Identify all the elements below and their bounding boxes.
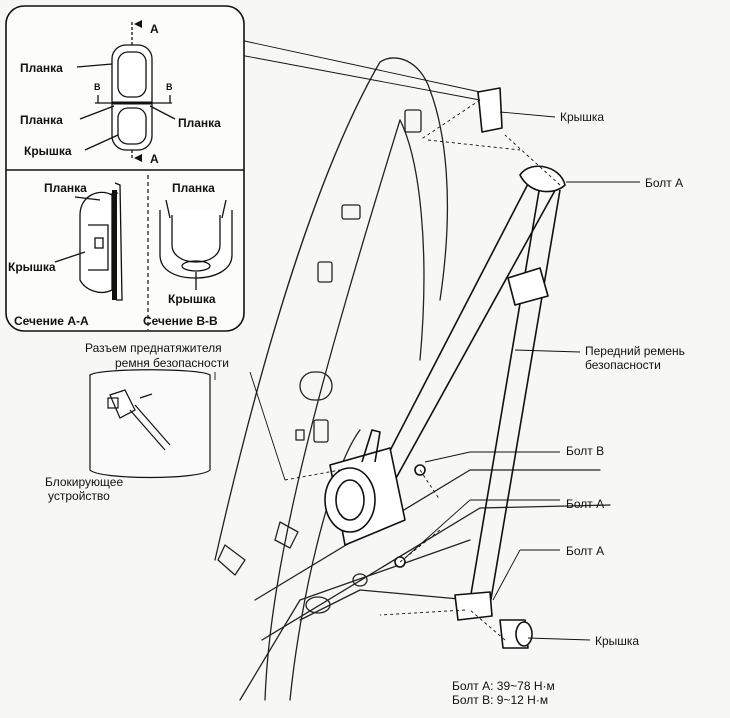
- callout-bolt-a-top: Болт A: [645, 176, 684, 190]
- callout-bolt-b: Болт B: [566, 444, 605, 458]
- callout-lock-line2: устройство: [48, 489, 110, 503]
- inset-plate-right-label: Планка: [178, 116, 221, 130]
- torque-bolt-a: Болт A: 39~78 Н·м: [452, 679, 555, 693]
- pillar-outline-inner: [264, 119, 401, 701]
- leader-inset-to-cover: [239, 39, 481, 93]
- section-a-shape: [79, 191, 113, 294]
- inset-plate-top-label: Планка: [20, 61, 63, 75]
- section-a-cover-label: Крышка: [8, 260, 56, 274]
- section-b-shape: [159, 210, 233, 279]
- callout-cover-top: Крышка: [560, 110, 605, 124]
- inset-letter-b-right: B: [166, 82, 173, 92]
- callout-front-belt-line1: Передний ремень: [585, 344, 685, 358]
- inset-cover-front-label: Крышка: [24, 144, 72, 158]
- section-a-title: Сечение A-A: [14, 314, 89, 328]
- inset-letter-a-top: A: [150, 22, 159, 36]
- inset-plate-left-label: Планка: [20, 113, 63, 127]
- callout-front-belt-line2: безопасности: [585, 358, 661, 372]
- callout-cover-bottom: Крышка: [595, 634, 640, 648]
- callout-connector-line2: ремня безопасности: [115, 356, 229, 370]
- callout-bolt-a-middle: Болт A: [566, 497, 605, 511]
- connector-inset: [89, 369, 211, 479]
- belt-webbing-lower: [469, 184, 541, 601]
- inset-letter-a-bottom: A: [150, 152, 159, 166]
- inset-letter-b-left: B: [94, 82, 101, 92]
- callout-lock-line1: Блокирующее: [45, 475, 124, 489]
- belt-webbing-upper: [379, 179, 531, 471]
- section-a-plate-label: Планка: [44, 181, 87, 195]
- section-b-title: Сечение B-B: [143, 314, 218, 328]
- section-b-plate-label: Планка: [172, 181, 215, 195]
- pillar-outline-left: [214, 61, 381, 561]
- section-b-cover-label: Крышка: [168, 292, 216, 306]
- callout-bolt-a-bottom: Болт A: [566, 544, 605, 558]
- torque-bolt-b: Болт B: 9~12 Н·м: [452, 693, 549, 707]
- callout-connector-line1: Разъем преднатяжителя: [85, 341, 222, 355]
